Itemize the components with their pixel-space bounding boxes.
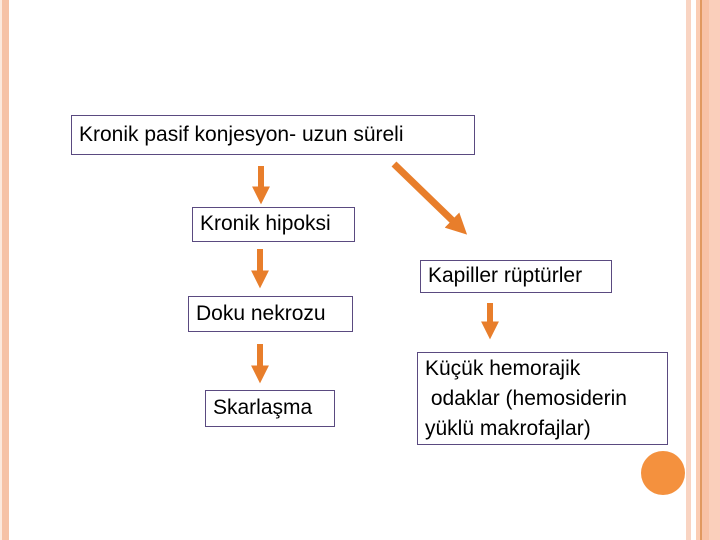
decor-stripe-left xyxy=(2,0,9,540)
node-chronic-hypoxia: Kronik hipoksi xyxy=(192,207,355,242)
node-tissue-necrosis: Doku nekrozu xyxy=(188,296,353,332)
decor-circle xyxy=(641,451,685,495)
decor-stripe-right-1 xyxy=(686,0,691,540)
decor-stripe-right-4 xyxy=(702,0,709,540)
decor-stripe-right-2 xyxy=(696,0,700,540)
arrow-congestion-to-capillary-icon xyxy=(391,161,468,235)
node-hemorrhagic-foci: Küçük hemorajik odaklar (hemosiderin yük… xyxy=(417,352,668,445)
decor-stripe-left-faint xyxy=(0,0,2,540)
decor-stripe-right-3 xyxy=(700,0,702,540)
decor-stripe-right-5 xyxy=(709,0,720,540)
node-chronic-passive-congestion: Kronik pasif konjesyon- uzun süreli xyxy=(71,115,475,155)
node-capillary-ruptures: Kapiller rüptürler xyxy=(420,260,612,293)
node-scarring: Skarlaşma xyxy=(205,390,335,427)
